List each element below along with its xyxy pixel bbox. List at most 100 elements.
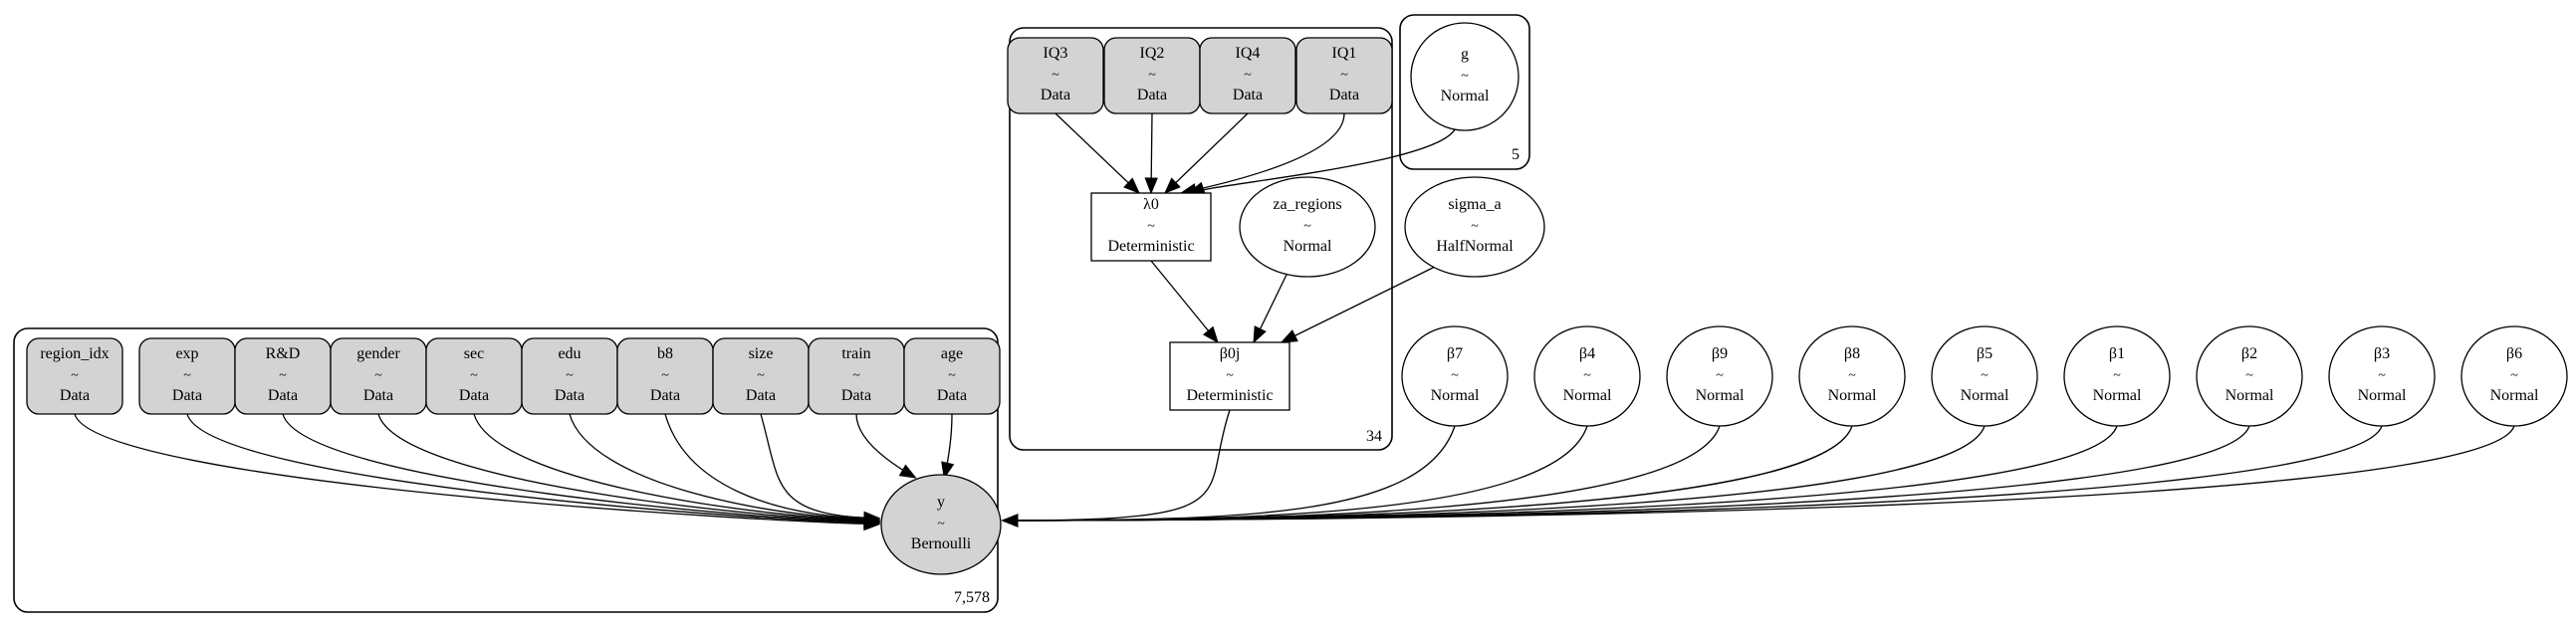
node-b7: β7~Normal (1401, 325, 1509, 427)
edge-IQ3-to-lambda0 (1054, 112, 1140, 194)
node-b5: β5~Normal (1931, 325, 2038, 427)
edge-line (186, 413, 880, 524)
node-region_idx: region_idx~Data (26, 337, 123, 415)
data-node-box (26, 337, 123, 415)
node-beta0j: β0j~Deterministic (1169, 341, 1290, 411)
node-IQ3: IQ3~Data (1007, 37, 1104, 114)
node-b4: β4~Normal (1533, 325, 1641, 427)
node-distribution: Normal (2093, 387, 2142, 404)
tilde-symbol: ~ (1244, 68, 1252, 83)
edge-b9-to-y (1001, 425, 1721, 527)
edge-IQ4-to-lambda0 (1164, 112, 1249, 194)
tilde-symbol: ~ (183, 368, 191, 383)
edge-line (1002, 425, 2118, 522)
edge-line (1281, 266, 1436, 343)
observed-node-ellipse (880, 474, 1002, 575)
node-name: β9 (1712, 345, 1728, 362)
node-IQ4: IQ4~Data (1199, 37, 1296, 114)
node-name: β0j (1220, 345, 1241, 362)
edge-train-to-y (855, 413, 917, 479)
node-b9: β9~Normal (1666, 325, 1773, 427)
node-sec: sec~Data (425, 337, 523, 415)
edge-IQ2-to-lambda0 (1144, 112, 1158, 195)
deterministic-node-box (1090, 192, 1212, 262)
data-node-box (1007, 37, 1104, 114)
node-IQ1: IQ1~Data (1295, 37, 1393, 114)
node-name: R&D (266, 345, 301, 362)
node-gender: gender~Data (330, 337, 427, 415)
node-distribution: Data (1137, 87, 1167, 104)
node-name: g (1461, 46, 1469, 63)
edge-line (1002, 425, 1721, 522)
edge-za_regions-to-beta0j (1253, 272, 1288, 344)
tilde-symbol: ~ (852, 368, 860, 383)
random-node-ellipse (1401, 325, 1509, 427)
edge-line (1002, 425, 2383, 522)
edge-line (74, 413, 880, 525)
tilde-symbol: ~ (661, 368, 669, 383)
edge-line (1002, 425, 2515, 522)
node-RD: R&D~Data (234, 337, 332, 415)
edges-layer (74, 112, 2515, 531)
node-b6: β6~Normal (2460, 325, 2568, 427)
tilde-symbol: ~ (948, 368, 956, 383)
node-b8: b8 ~ Data (616, 337, 714, 415)
edge-line (664, 413, 880, 521)
tilde-symbol: ~ (374, 368, 382, 383)
node-name: β1 (2109, 345, 2125, 362)
random-node-ellipse (1798, 325, 1906, 427)
node-name: β5 (1977, 345, 1992, 362)
node-name: sigma_a (1448, 196, 1501, 213)
tilde-symbol: ~ (937, 517, 945, 531)
random-node-ellipse (1533, 325, 1641, 427)
random-node-ellipse (2063, 325, 2171, 427)
node-distribution: Normal (1284, 238, 1332, 255)
node-name: age (941, 345, 963, 362)
random-node-ellipse (1931, 325, 2038, 427)
tilde-symbol: ~ (279, 368, 287, 383)
tilde-symbol: ~ (1226, 368, 1234, 383)
edge-line (377, 413, 880, 523)
node-distribution: Normal (1696, 387, 1745, 404)
edge-lambda0-to-beta0j (1150, 260, 1219, 344)
edge-line (1180, 112, 1345, 194)
node-b3: β3~Normal (2328, 325, 2436, 427)
node-name: β7 (1447, 345, 1463, 362)
node-IQ2: IQ2~Data (1103, 37, 1201, 114)
node-edu: edu~Data (521, 337, 618, 415)
node-distribution: Data (650, 387, 680, 404)
tilde-symbol: ~ (1583, 368, 1591, 383)
node-distribution: Normal (1431, 387, 1480, 404)
node-g: g~Normal (1410, 22, 1520, 131)
plates-layer: 7,578 34 5 (13, 14, 1530, 613)
random-node-ellipse (1239, 176, 1376, 278)
edge-region_idx-to-y (74, 413, 881, 531)
node-distribution: Data (459, 387, 489, 404)
edge-line (1150, 260, 1219, 343)
node-distribution: Data (172, 387, 202, 404)
node-name: b8 (657, 345, 673, 362)
node-size: size~Data (712, 337, 810, 415)
plate-34 (1009, 27, 1393, 451)
node-distribution: Data (746, 387, 776, 404)
node-distribution: Bernoulli (911, 535, 972, 552)
data-node-box (1199, 37, 1296, 114)
tilde-symbol: ~ (2113, 368, 2121, 383)
node-lambda0: λ0~Deterministic (1090, 192, 1212, 262)
node-distribution: Data (60, 387, 90, 404)
arrowhead (1280, 329, 1298, 343)
tilde-symbol: ~ (2378, 368, 2386, 383)
node-name: edu (558, 345, 581, 362)
node-name: β4 (1579, 345, 1595, 362)
node-name: β2 (2241, 345, 2257, 362)
plate-7578-label: 7,578 (954, 589, 990, 606)
tilde-symbol: ~ (470, 368, 478, 383)
node-distribution: Data (841, 387, 871, 404)
edge-age-to-y (941, 413, 955, 480)
arrowhead (1164, 177, 1181, 194)
edge-sec-to-y (473, 413, 881, 527)
edge-g-to-lambda0 (1187, 128, 1456, 195)
edge-b6-to-y (1001, 425, 2515, 527)
tilde-symbol: ~ (566, 368, 574, 383)
node-distribution: HalfNormal (1436, 238, 1514, 255)
